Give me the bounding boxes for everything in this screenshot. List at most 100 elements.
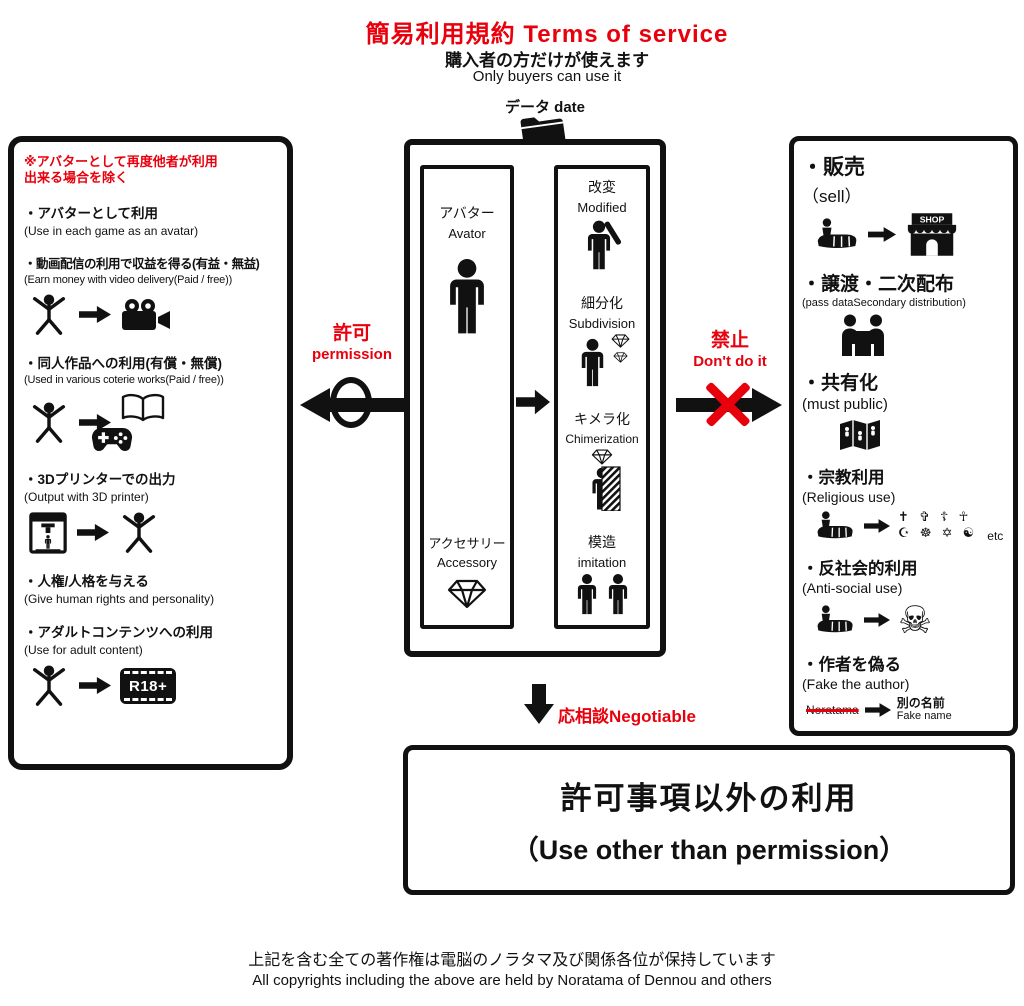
page-title: 簡易利用規約 Terms of service bbox=[365, 21, 729, 48]
subdivision-icon bbox=[581, 334, 630, 387]
shop-icon: SHOP bbox=[907, 213, 957, 256]
allowed-video-en: (Earn money with video delivery(Paid / f… bbox=[24, 273, 233, 286]
redistribution-label-en: (pass dataSecondary distribution) bbox=[802, 297, 966, 309]
accessory-group: アクセサリー Accessory bbox=[428, 533, 506, 609]
accessory-label-en: Accessory bbox=[437, 555, 497, 570]
fake-name-group: 別の名前 Fake name bbox=[896, 696, 952, 723]
fake-author-label-en: (Fake the author) bbox=[802, 675, 910, 692]
action-modified: 改変 Modified bbox=[577, 177, 627, 272]
other-use-jp: 許可事項以外の利用 bbox=[560, 781, 858, 816]
flow-arrow-icon bbox=[516, 389, 550, 415]
accessory-label-jp: アクセサリー bbox=[428, 536, 506, 551]
arrow-icon bbox=[864, 519, 890, 534]
prohibited-item-religious: ・宗教利用 (Religious use) ✝ ✞ ☦ ☥ ☪ ☸ ✡ ☯ et… bbox=[802, 464, 1007, 543]
imitation-label-en: imitation bbox=[577, 555, 627, 570]
negotiable-label: 応相談Negotiable bbox=[558, 707, 696, 726]
other-use-en: （Use other than permission） bbox=[511, 835, 907, 865]
allowed-item-3dprint: ・3Dプリンターでの出力 (Output with 3D printer) bbox=[24, 468, 279, 555]
religious-symbols-icon: ✝ ✞ ☦ ☥ ☪ ☸ ✡ ☯ bbox=[898, 510, 977, 543]
action-imitation: 模造 imitation bbox=[571, 532, 633, 617]
allowed-avatar-en: (Use in each game as an avatar) bbox=[24, 223, 199, 238]
religious-symbols-row: ☪ ☸ ✡ ☯ bbox=[898, 526, 978, 542]
allowed-avatar-jp: ・アバターとして利用 bbox=[24, 205, 159, 221]
religious-etc-label: etc bbox=[987, 528, 1004, 543]
prohibited-item-sell: ・販売 （sell） SHOP bbox=[802, 151, 1007, 257]
prohibition-label-en: Don't do it bbox=[693, 353, 767, 370]
giving-hand-icon bbox=[817, 511, 853, 539]
allowed-coterie-jp: ・同人作品への利用(有償・無償) bbox=[24, 355, 222, 371]
arrow-icon bbox=[864, 612, 890, 627]
allowed-coterie-en: (Used in various coterie works(Paid / fr… bbox=[24, 373, 224, 386]
shop-sign-label: SHOP bbox=[920, 214, 945, 224]
action-subdivision: 細分化 Subdivision bbox=[568, 293, 636, 388]
copyright-en: All copyrights including the above are h… bbox=[252, 972, 772, 989]
giving-hand-icon bbox=[817, 604, 853, 632]
avatar-label-en: Avator bbox=[448, 226, 486, 241]
other-use-box: 許可事項以外の利用 （Use other than permission） bbox=[403, 745, 1015, 895]
prohibited-item-sharing: ・共有化 (must public) bbox=[802, 368, 1007, 452]
prohibited-item-fake-author: ・作者を偽る (Fake the author) Noratama 別の名前 F… bbox=[802, 651, 1007, 723]
permission-label-jp: 許可 bbox=[332, 323, 371, 344]
sell-label-jp: ・販売 bbox=[802, 156, 865, 179]
chimerization-label-jp: キメラ化 bbox=[573, 411, 630, 427]
subdivision-label-en: Subdivision bbox=[568, 316, 636, 331]
prohibited-uses-panel: ・販売 （sell） SHOP ・譲渡・ bbox=[789, 136, 1018, 736]
r18-label: R18+ bbox=[129, 677, 168, 695]
stick-figure-icon bbox=[32, 292, 66, 335]
antisocial-label-en: (Anti-social use) bbox=[802, 579, 903, 596]
sell-label-en: （sell） bbox=[802, 187, 862, 206]
allowed-item-personality: ・人権/人格を与える (Give human rights and person… bbox=[24, 570, 279, 606]
chimerization-label-en: Chimerization bbox=[565, 432, 639, 446]
arrow-icon bbox=[79, 677, 111, 694]
allowed-item-video: ・動画配信の利用で収益を得る(有益・無益) (Earn money with v… bbox=[24, 253, 279, 337]
sharing-label-jp: ・共有化 bbox=[802, 373, 879, 394]
allowed-3dprint-jp: ・3Dプリンターでの出力 bbox=[24, 471, 176, 487]
arrow-icon bbox=[77, 524, 109, 541]
redistribution-label-jp: ・譲渡・二次配布 bbox=[802, 274, 955, 295]
allowed-adult-en: (Use for adult content) bbox=[24, 642, 143, 657]
allowed-personality-jp: ・人権/人格を与える bbox=[24, 573, 149, 589]
book-icon bbox=[121, 393, 165, 421]
allowed-adult-jp: ・アダルトコンテンツへの利用 bbox=[24, 624, 213, 640]
fake-author-label-jp: ・作者を偽る bbox=[802, 655, 901, 674]
handshake-people-icon bbox=[842, 314, 884, 356]
data-label: データ date bbox=[504, 99, 585, 116]
prohibition-label-jp: 禁止 bbox=[710, 330, 749, 351]
allowed-item-avatar: ・アバターとして利用 (Use in each game as an avata… bbox=[24, 202, 279, 238]
permitted-uses-panel: ※アバターとして再度他者が利用 出来る場合を除く ・アバターとして利用 (Use… bbox=[8, 136, 293, 770]
stick-figure-icon bbox=[32, 663, 66, 706]
arrow-icon bbox=[79, 306, 111, 323]
action-chimerization: キメラ化 Chimerization bbox=[565, 409, 639, 511]
allowed-personality-en: (Give human rights and personality) bbox=[24, 591, 215, 606]
allowed-3dprint-en: (Output with 3D printer) bbox=[24, 489, 149, 504]
allowed-video-jp: ・動画配信の利用で収益を得る(有益・無益) bbox=[24, 256, 260, 271]
fake-name-en: Fake name bbox=[896, 710, 952, 723]
copyright-jp: 上記を含む全ての著作権は電脳のノラタマ及び関係各位が保持しています bbox=[248, 952, 776, 969]
modified-label-jp: 改変 bbox=[588, 179, 616, 195]
antisocial-label-jp: ・反社会的利用 bbox=[802, 559, 918, 578]
video-camera-icon bbox=[122, 298, 170, 330]
shared-map-icon bbox=[840, 420, 880, 450]
r18-badge: R18+ bbox=[120, 667, 177, 704]
original-author-name: Noratama bbox=[806, 702, 859, 717]
prohibited-item-redistribution: ・譲渡・二次配布 (pass dataSecondary distributio… bbox=[802, 269, 1007, 356]
arrow-icon bbox=[864, 702, 891, 717]
arrow-icon bbox=[868, 227, 896, 242]
negotiable-down-arrow-icon bbox=[524, 684, 554, 729]
printer-3d-icon bbox=[29, 511, 67, 554]
actions-box: 改変 Modified 細分化 Subdivision キメラ化 Chimeri… bbox=[554, 165, 650, 629]
religious-label-jp: ・宗教利用 bbox=[802, 469, 885, 487]
modified-label-en: Modified bbox=[577, 200, 627, 215]
avatar-reuse-note: ※アバターとして再度他者が利用 出来る場合を除く bbox=[24, 154, 218, 186]
person-modified-icon bbox=[587, 220, 622, 270]
imitation-icon bbox=[577, 574, 628, 615]
stick-figure-icon bbox=[122, 510, 156, 553]
permission-label-en: permission bbox=[311, 346, 393, 363]
allowed-item-coterie: ・同人作品への利用(有償・無償) (Used in various coteri… bbox=[24, 352, 279, 453]
chimera-icon bbox=[591, 449, 621, 511]
prohibited-x-icon bbox=[702, 378, 754, 430]
sharing-label-en: (must public) bbox=[802, 396, 888, 413]
avatar-group: アバター Avator bbox=[439, 203, 495, 336]
allowed-item-adult: ・アダルトコンテンツへの利用 (Use for adult content) R… bbox=[24, 621, 279, 708]
